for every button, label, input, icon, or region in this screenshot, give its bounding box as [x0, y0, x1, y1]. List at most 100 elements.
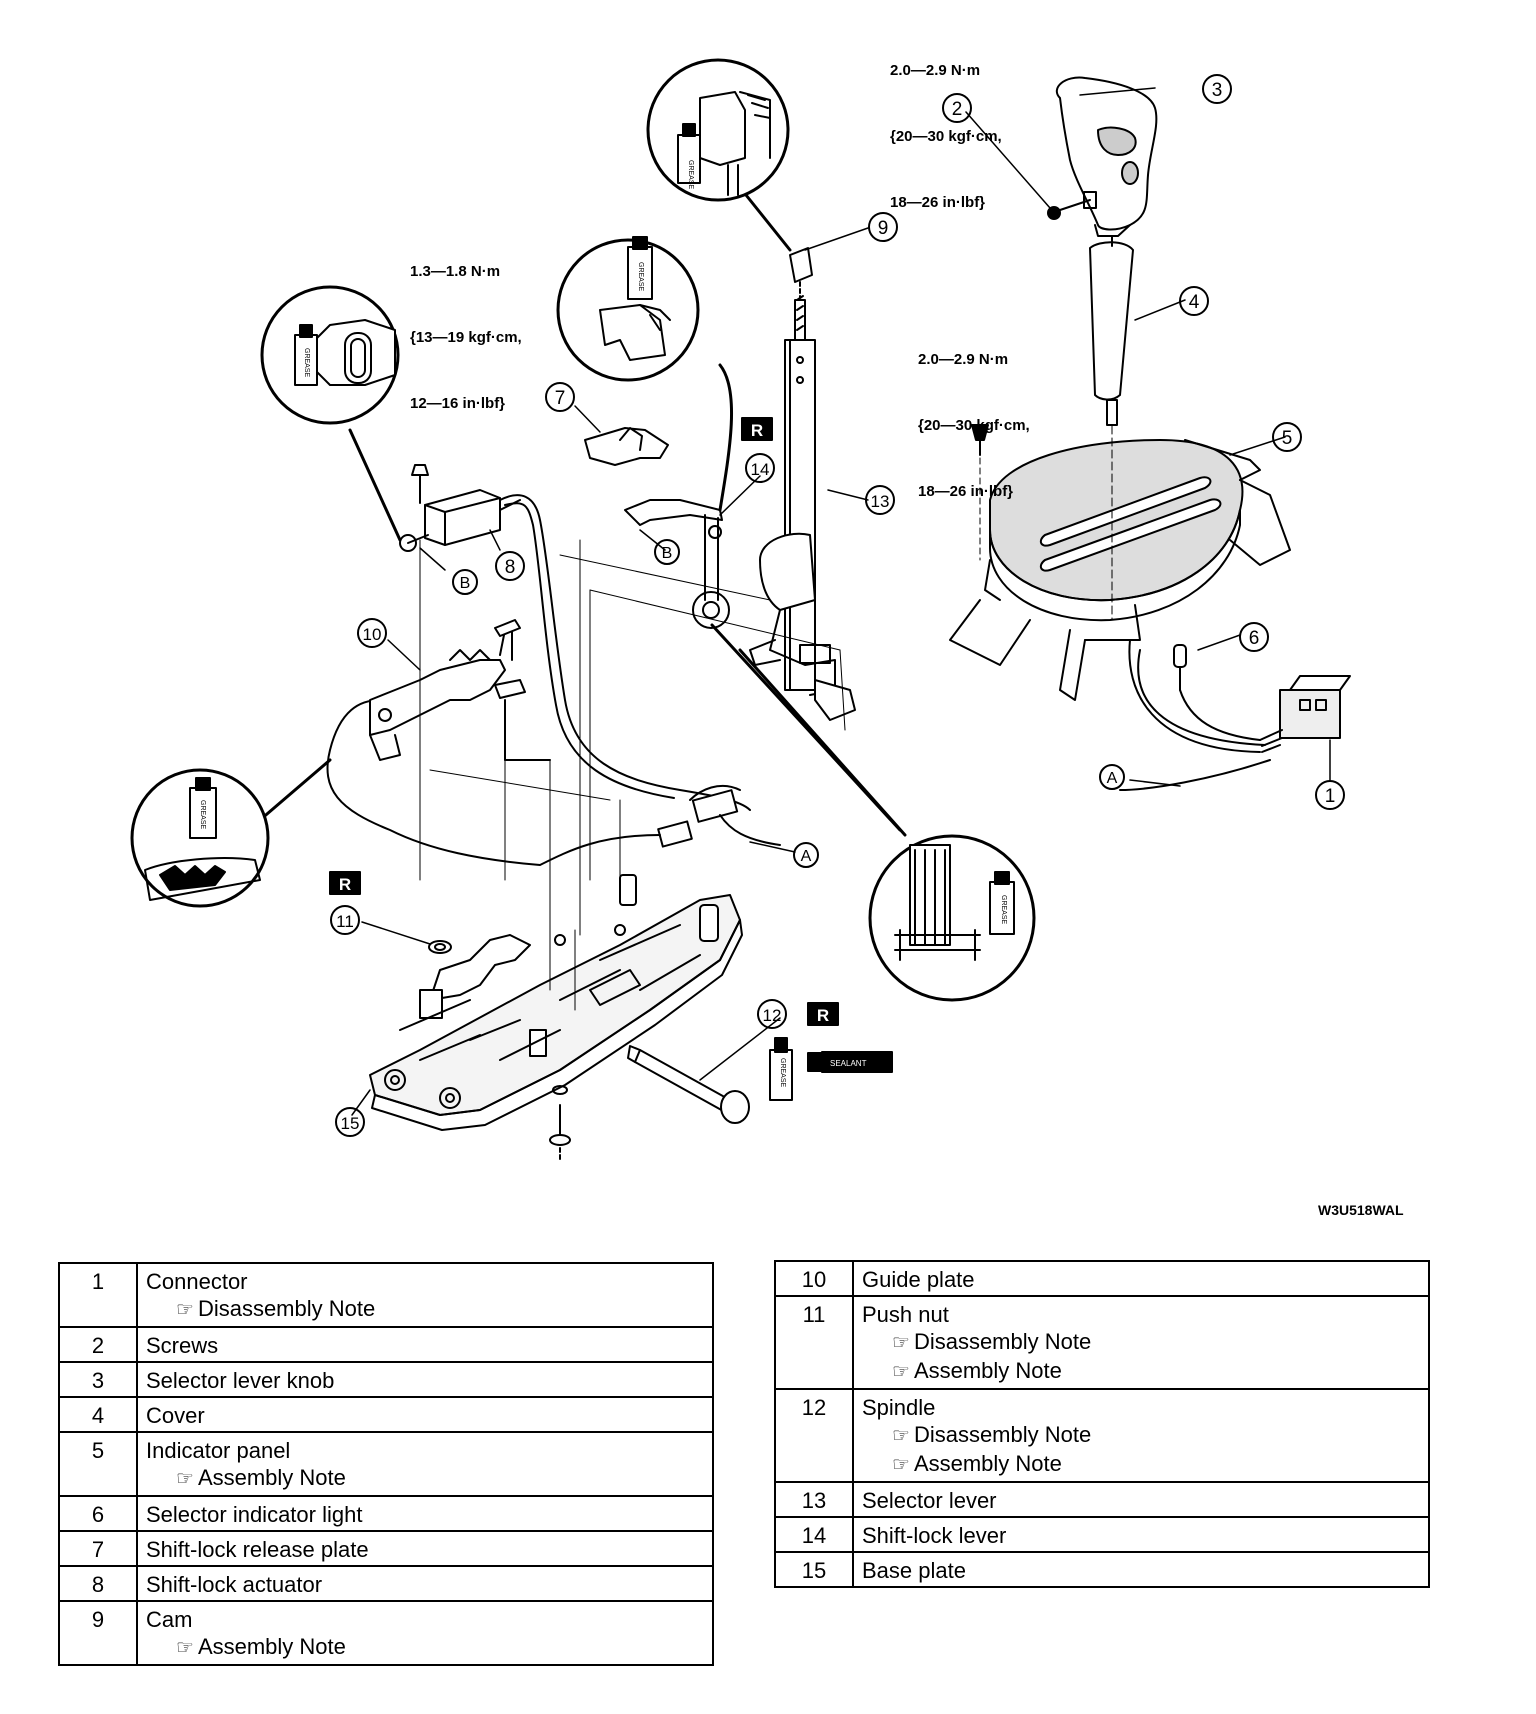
grease-detail-cam: GREASE	[556, 236, 733, 512]
pointing-hand-icon: ☞	[892, 1361, 910, 1383]
sealant-tube-icon: SEALANT	[807, 1051, 893, 1073]
reference-note-link[interactable]: ☞Assembly Note	[146, 1464, 704, 1493]
svg-text:14: 14	[751, 460, 770, 479]
part-number: 5	[58, 1431, 138, 1497]
part-name: Cover	[146, 1403, 205, 1428]
svg-text:3: 3	[1212, 80, 1223, 101]
svg-text:8: 8	[505, 557, 516, 578]
callout-6: 6	[1239, 622, 1269, 652]
pointing-hand-icon: ☞	[892, 1454, 910, 1476]
callout-10: 10	[357, 618, 387, 648]
part-number: 15	[774, 1551, 854, 1588]
note-label: Disassembly Note	[913, 1422, 1092, 1447]
part-description-cell: Screws	[136, 1326, 714, 1363]
part-name: Screws	[146, 1333, 219, 1358]
part-name: Selector indicator light	[146, 1502, 363, 1527]
part-name: Selector lever	[862, 1488, 997, 1513]
svg-text:4: 4	[1189, 292, 1200, 313]
part-number: 13	[774, 1481, 854, 1518]
part-name: Spindle	[862, 1395, 936, 1420]
callout-12: 12	[757, 999, 787, 1029]
note-label: Disassembly Note	[197, 1296, 376, 1321]
note-label: Assembly Note	[913, 1451, 1062, 1476]
part-description-cell: Selector lever	[852, 1481, 1430, 1518]
reference-note-link[interactable]: ☞Assembly Note	[146, 1633, 704, 1662]
reference-note-link[interactable]: ☞Assembly Note	[862, 1357, 1420, 1386]
callout-13: 13	[865, 485, 895, 515]
pointing-hand-icon: ☞	[892, 1332, 910, 1354]
selector-lever-knob	[1055, 76, 1158, 237]
selector-indicator-light	[1173, 644, 1187, 691]
svg-text:GREASE: GREASE	[637, 262, 644, 292]
svg-text:A: A	[1107, 770, 1118, 787]
replace-mark-spindle: R	[807, 1002, 839, 1026]
callout-11: 11	[330, 905, 360, 935]
svg-text:A: A	[801, 848, 812, 865]
part-description-cell: Selector lever knob	[136, 1361, 714, 1398]
callout-9: 9	[868, 212, 898, 242]
note-label: Assembly Note	[197, 1634, 346, 1659]
push-nut	[428, 940, 452, 954]
svg-text:GREASE: GREASE	[687, 160, 694, 190]
spindle	[627, 1045, 750, 1124]
part-number: 2	[58, 1326, 138, 1363]
svg-text:GREASE: GREASE	[199, 800, 206, 830]
svg-text:1: 1	[1325, 786, 1336, 807]
leader-lines	[351, 87, 1331, 1116]
shift-lock-actuator	[399, 464, 751, 811]
part-name: Shift-lock actuator	[146, 1572, 323, 1597]
callout-b-left: B	[452, 569, 478, 595]
exploded-view-diagram: GREASE GREASE GREASE GREASE	[130, 58, 1351, 1161]
figure-code: W3U518WAL	[1318, 1202, 1404, 1218]
callout-2: 2	[942, 93, 972, 123]
part-name: Guide plate	[862, 1267, 975, 1292]
part-name: Push nut	[862, 1302, 949, 1327]
torque-spec-knob: 2.0—2.9 N·m {20—30 kgf·cm, 18—26 in·lbf}	[890, 62, 1002, 211]
reference-note-link[interactable]: ☞Disassembly Note	[862, 1328, 1420, 1357]
svg-text:9: 9	[878, 218, 889, 239]
part-number: 9	[58, 1600, 138, 1666]
svg-text:B: B	[662, 545, 673, 562]
callout-7: 7	[545, 382, 575, 412]
svg-text:R: R	[751, 421, 763, 440]
note-label: Disassembly Note	[913, 1329, 1092, 1354]
grease-detail-top: GREASE	[646, 58, 792, 252]
svg-text:12: 12	[763, 1006, 782, 1025]
svg-text:GREASE: GREASE	[779, 1058, 786, 1088]
part-name: Selector lever knob	[146, 1368, 335, 1393]
svg-text:11: 11	[336, 912, 354, 931]
part-description-cell: Selector indicator light	[136, 1495, 714, 1532]
part-description-cell: Indicator panel☞Assembly Note	[136, 1431, 714, 1497]
part-name: Shift-lock lever	[862, 1523, 1007, 1548]
callout-a-left: A	[793, 842, 819, 868]
cam	[789, 247, 813, 299]
reference-note-link[interactable]: ☞Assembly Note	[862, 1450, 1420, 1479]
part-number: 4	[58, 1396, 138, 1433]
indicator-panel	[949, 439, 1291, 701]
svg-text:13: 13	[871, 492, 890, 511]
torque-spec-panel: 2.0—2.9 N·m {20—30 kgf·cm, 18—26 in·lbf}	[918, 351, 1030, 500]
reference-note-link[interactable]: ☞Disassembly Note	[146, 1295, 704, 1324]
reference-note-link[interactable]: ☞Disassembly Note	[862, 1421, 1420, 1450]
svg-text:7: 7	[555, 388, 566, 409]
part-description-cell: Push nut☞Disassembly Note☞Assembly Note	[852, 1295, 1430, 1390]
pointing-hand-icon: ☞	[892, 1425, 910, 1447]
pointing-hand-icon: ☞	[176, 1468, 194, 1490]
parts-row: 4 Cover	[58, 1396, 714, 1433]
assembly-lines	[419, 539, 846, 1011]
part-number: 1	[58, 1262, 138, 1328]
part-number: 11	[774, 1295, 854, 1390]
part-name: Indicator panel	[146, 1438, 291, 1463]
callout-a-right: A	[1099, 764, 1125, 790]
part-description-cell: Connector☞Disassembly Note	[136, 1262, 714, 1328]
